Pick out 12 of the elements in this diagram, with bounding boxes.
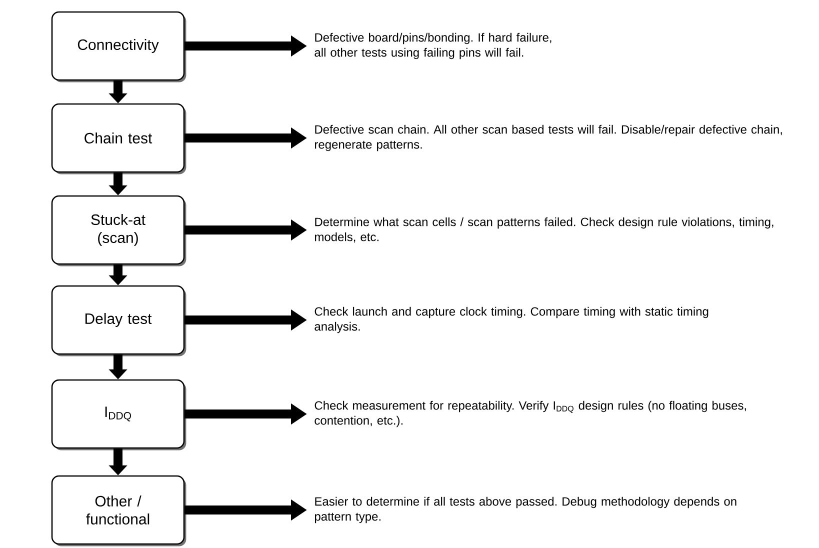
description-text: Easier to determine if all tests above passed. Debug methodology depends on pattern type.: [314, 496, 736, 524]
process-box: Chain test: [51, 103, 186, 174]
process-box: Other / functional: [51, 475, 186, 546]
description-text: Check measurement for repeatability. Verify I$_{DDQ}$ design rules (no floating buses, contention, etc.).: [314, 400, 746, 428]
process-box: I$_{DDQ}$: [51, 379, 186, 450]
process-box: Delay test: [51, 285, 186, 356]
description-text: Determine what scan cells / scan patterns failed. Check design rule violations, timing, models, etc.: [315, 217, 774, 243]
process-box: Stuck-at (scan): [51, 195, 186, 266]
process-box: Connectivity: [51, 11, 186, 82]
description-text: Defective board/pins/bonding. If hard failure, all other tests using failing pins will fail.: [314, 32, 552, 60]
description-text: Defective scan chain. All other scan based tests will fail. Disable/repair defective chain, regenerate patterns.: [315, 124, 782, 152]
description-text: Check launch and capture clock timing. Compare timing with static timing analysis.: [314, 306, 708, 334]
